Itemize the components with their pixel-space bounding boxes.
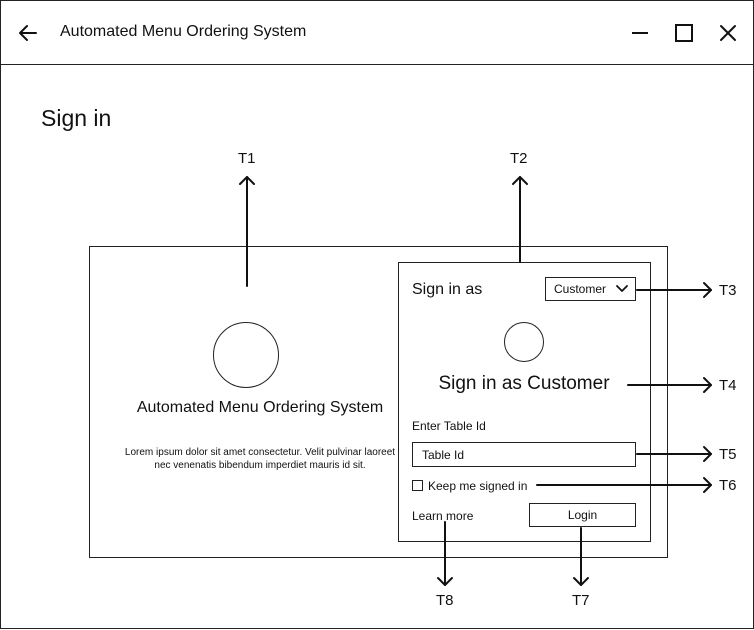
annotation-t4: T4 [719,377,737,394]
brand-description: Lorem ipsum dolor sit amet consectetur. … [124,447,396,471]
annotation-t8: T8 [436,592,454,609]
maximize-icon[interactable] [673,22,695,44]
annotation-t2: T2 [510,150,528,167]
keep-signed-in-checkbox[interactable] [412,480,423,491]
page-title: Sign in [41,105,112,131]
back-arrow-icon[interactable] [17,22,39,44]
keep-signed-in-label: Keep me signed in [428,479,528,493]
login-card [398,262,651,542]
annotation-t7: T7 [572,592,590,609]
login-button[interactable]: Login [529,503,636,527]
title-bar: Automated Menu Ordering System [1,1,753,65]
logo-placeholder [213,322,279,388]
annotation-t5: T5 [719,446,737,463]
sign-in-as-label: Sign in as [412,281,483,298]
annotation-t1: T1 [238,150,256,167]
role-dropdown[interactable]: Customer [545,277,636,301]
login-heading: Sign in as Customer [438,373,610,394]
avatar [504,322,544,362]
learn-more-link[interactable]: Learn more [412,509,474,523]
window-title: Automated Menu Ordering System [60,23,307,40]
minimize-icon[interactable] [629,22,651,44]
table-id-label: Enter Table Id [412,419,486,433]
sign-in-frame [89,246,668,558]
annotation-t3: T3 [719,282,737,299]
annotation-t6: T6 [719,477,737,494]
role-dropdown-value: Customer [554,282,607,296]
brand-name: Automated Menu Ordering System [136,399,384,416]
close-icon[interactable] [717,22,739,44]
chevron-down-icon [616,285,628,292]
table-id-input[interactable] [412,442,636,467]
